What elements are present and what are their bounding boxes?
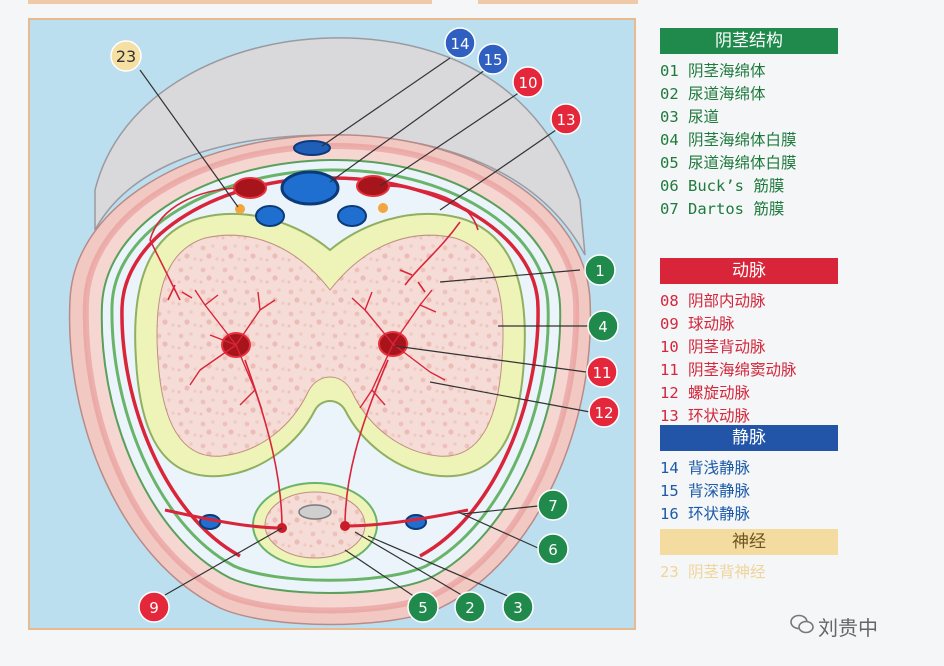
leader-lines bbox=[139, 57, 591, 598]
callout-12: 12 bbox=[588, 396, 620, 428]
legend-structure-title: 阴茎结构 bbox=[660, 28, 838, 54]
legend-nerve: 神经 23 阴茎背神经 bbox=[660, 529, 944, 584]
callout-label: 5 bbox=[418, 599, 428, 617]
dorsal-artery-branch-left bbox=[149, 187, 237, 301]
legend-item: 10 阴茎背动脉 bbox=[660, 338, 766, 356]
circumflex-vein-left-top bbox=[255, 205, 285, 227]
legend-item: 01 阴茎海绵体 bbox=[660, 62, 766, 80]
callout-label: 12 bbox=[594, 404, 613, 422]
skin-back-surface bbox=[94, 37, 586, 256]
deep-dorsal-vein bbox=[280, 170, 340, 206]
legend-item: 23 阴茎背神经 bbox=[660, 563, 766, 581]
callout-15: 15 bbox=[477, 43, 509, 75]
callout-13: 13 bbox=[550, 103, 582, 135]
legend-item: 02 尿道海绵体 bbox=[660, 85, 766, 103]
callout-1: 1 bbox=[584, 254, 616, 286]
helicine-arteries-right bbox=[351, 289, 446, 409]
callout-5: 5 bbox=[407, 591, 439, 623]
legend-vein: 静脉 14 背浅静脉 15 背深静脉 16 环状静脉 bbox=[660, 425, 944, 526]
circumflex-to-spongiosum-right bbox=[344, 508, 469, 528]
legend-item: 04 阴茎海绵体白膜 bbox=[660, 131, 797, 149]
legend-item: 14 背浅静脉 bbox=[660, 459, 750, 477]
callout-11: 11 bbox=[586, 356, 618, 388]
wechat-icon bbox=[790, 614, 814, 634]
bulbar-artery-right bbox=[340, 521, 350, 531]
legend-nerve-title: 神经 bbox=[660, 529, 838, 555]
superficial-dorsal-vein bbox=[293, 140, 331, 156]
callout-label: 14 bbox=[450, 35, 469, 53]
legend-artery: 动脉 08 阴部内动脉 09 球动脉 10 阴茎背动脉 11 阴茎海绵窦动脉 1… bbox=[660, 258, 944, 428]
callout-label: 1 bbox=[595, 262, 605, 280]
circumflex-artery-ring-left bbox=[120, 176, 331, 558]
circumflex-artery-ring bbox=[329, 176, 540, 558]
callout-2: 2 bbox=[454, 591, 486, 623]
top-border-right bbox=[478, 0, 638, 4]
circumflex-to-spongiosum-left bbox=[164, 508, 283, 530]
dorsal-artery-branch-right bbox=[387, 185, 479, 293]
bulbar-artery-path-left bbox=[244, 359, 283, 529]
dorsal-nerve-right bbox=[378, 203, 388, 213]
dorsal-artery-left bbox=[233, 177, 267, 199]
urethra bbox=[298, 504, 332, 520]
callout-label: 3 bbox=[513, 599, 523, 617]
callout-6: 6 bbox=[537, 533, 569, 565]
callout-10: 10 bbox=[512, 66, 544, 98]
callout-3: 3 bbox=[502, 591, 534, 623]
legend-artery-title: 动脉 bbox=[660, 258, 838, 284]
legend-item: 05 尿道海绵体白膜 bbox=[660, 154, 797, 172]
legend-vein-title: 静脉 bbox=[660, 425, 838, 451]
legend-item: 06 Buck’s 筋膜 bbox=[660, 177, 785, 195]
legend-item: 12 螺旋动脉 bbox=[660, 384, 750, 402]
callout-label: 23 bbox=[116, 47, 136, 66]
callout-4: 4 bbox=[587, 310, 619, 342]
legend-item: 07 Dartos 筋膜 bbox=[660, 200, 785, 218]
legend-item: 13 环状动脉 bbox=[660, 407, 750, 425]
circumflex-vein-right-top bbox=[337, 205, 367, 227]
legend-item: 16 环状静脉 bbox=[660, 505, 750, 523]
callout-9: 9 bbox=[138, 591, 170, 623]
callout-label: 7 bbox=[548, 497, 558, 515]
dorsal-artery-right bbox=[356, 175, 390, 197]
callout-label: 4 bbox=[598, 318, 608, 336]
callout-label: 6 bbox=[548, 541, 558, 559]
legend-item: 11 阴茎海绵窦动脉 bbox=[660, 361, 797, 379]
watermark: 刘贵中 bbox=[818, 616, 878, 640]
callout-label: 15 bbox=[483, 51, 502, 69]
callout-label: 13 bbox=[556, 111, 575, 129]
bucks-fascia bbox=[110, 168, 550, 582]
legend-structure: 阴茎结构 01 阴茎海绵体 02 尿道海绵体 03 尿道 04 阴茎海绵体白膜 … bbox=[660, 28, 944, 221]
callout-23: 23 bbox=[110, 40, 142, 72]
bulbar-artery-path-right bbox=[344, 359, 389, 527]
top-border-left bbox=[28, 0, 432, 4]
callout-label: 9 bbox=[149, 599, 159, 617]
callout-14: 14 bbox=[444, 27, 476, 59]
callout-label: 11 bbox=[592, 364, 611, 382]
legend-item: 08 阴部内动脉 bbox=[660, 292, 766, 310]
callout-label: 2 bbox=[465, 599, 475, 617]
callout-label: 10 bbox=[518, 74, 537, 92]
legend-item: 03 尿道 bbox=[660, 108, 719, 126]
callout-7: 7 bbox=[537, 489, 569, 521]
legend-item: 15 背深静脉 bbox=[660, 482, 750, 500]
legend-item: 09 球动脉 bbox=[660, 315, 735, 333]
